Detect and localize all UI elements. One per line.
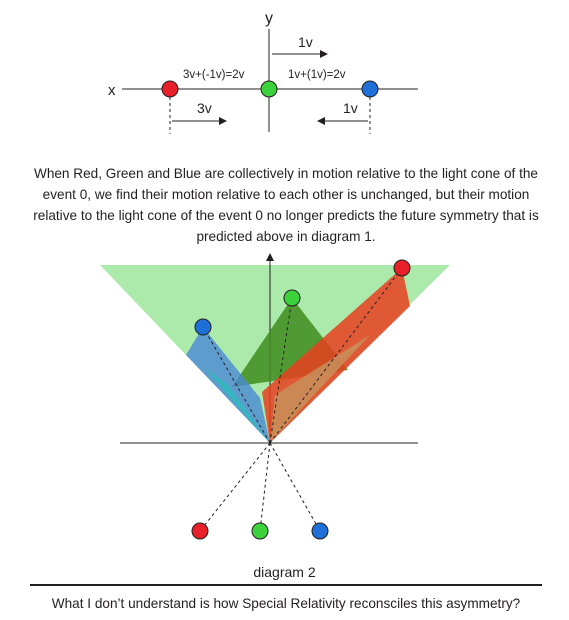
blue-particle: [361, 80, 379, 98]
green-particle: [260, 80, 278, 98]
left-equation-label: 3v+(-1v)=2v: [183, 69, 245, 81]
red-particle: [161, 80, 179, 98]
blue-past-line: [269, 442, 321, 532]
top-velocity-label: 1v: [298, 34, 313, 50]
green-worldline: [269, 297, 293, 444]
green-future-particle: [283, 289, 301, 307]
diagram-1: x y 1v 3v+(-1v)=2v 1v+(1v)=2v 3v 1v: [108, 10, 418, 134]
green-past-line: [259, 442, 271, 532]
red-cone-lower: [270, 335, 370, 443]
green-past-particle: [251, 522, 269, 540]
blue-past-particle: [311, 522, 329, 540]
red-past-line: [199, 442, 271, 532]
right-velocity-label: 1v: [343, 100, 358, 116]
y-axis-label: y: [265, 10, 273, 27]
diagram-2: [100, 253, 450, 540]
diagram-caption: diagram 2: [253, 564, 316, 580]
question-text: What I don’t understand is how Special R…: [51, 596, 521, 611]
red-future-particle: [393, 259, 411, 277]
right-equation-label: 1v+(1v)=2v: [288, 69, 346, 81]
blue-cone-lower: [205, 368, 270, 443]
blue-worldline: [202, 326, 271, 444]
x-axis-label: x: [108, 82, 116, 99]
blue-future-particle: [194, 318, 212, 336]
explanation-paragraph: When Red, Green and Blue are collectivel…: [33, 166, 539, 244]
red-past-particle: [191, 522, 209, 540]
red-worldline: [269, 267, 403, 444]
left-velocity-label: 3v: [197, 100, 212, 116]
